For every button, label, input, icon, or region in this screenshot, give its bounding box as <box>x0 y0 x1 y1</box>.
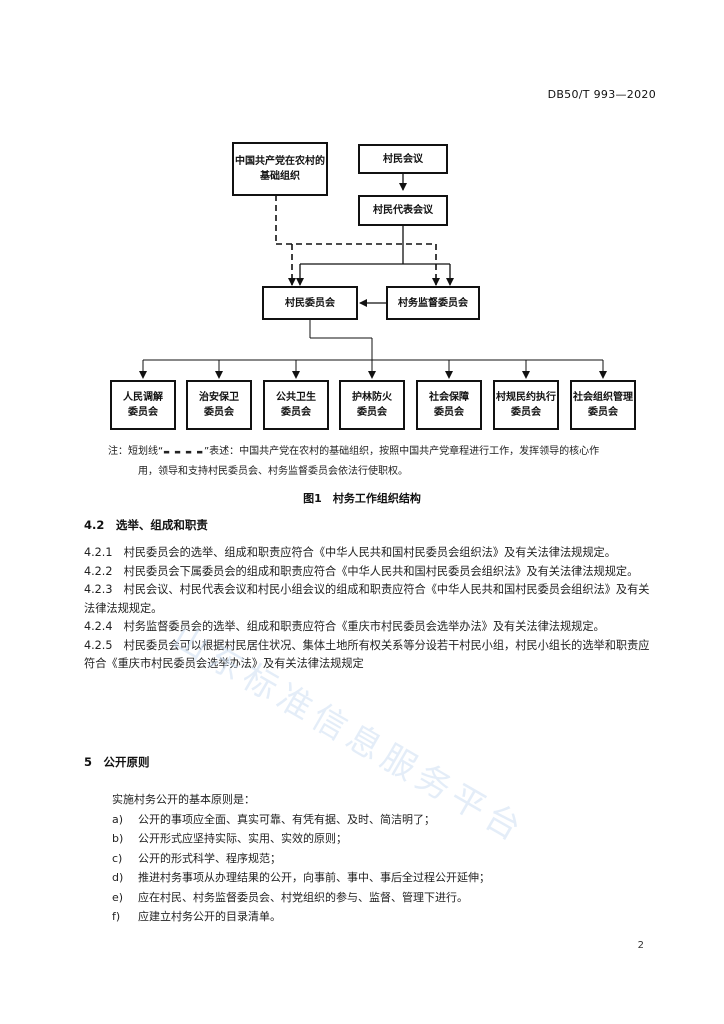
principles-list: 实施村务公开的基本原则是： a)公开的事项应全面、真实可靠、有凭有据、及时、简洁… <box>112 790 672 927</box>
list-item: b)公开形式应坚持实际、实用、实效的原则； <box>112 832 347 845</box>
box-sub-committee: 护林防火委员会 <box>339 380 405 430</box>
box-sub-committee: 治安保卫委员会 <box>186 380 252 430</box>
box-sub-committee: 人民调解委员会 <box>110 380 176 430</box>
list-item: e)应在村民、村务监督委员会、村党组织的参与、监督、管理下进行。 <box>112 890 468 904</box>
page-number: 2 <box>637 940 644 951</box>
paragraph: 4.2.2 村民委员会下属委员会的组成和职责应符合《中华人民共和国村民委员会组织… <box>84 564 639 578</box>
box-village-meeting: 村民会议 <box>358 144 448 174</box>
figure-note: 注：短划线“▬ ▬ ▬ ▬”表述：中国共产党在农村的基础组织，按照中国共产党章程… <box>108 446 600 477</box>
list-item: a)公开的事项应全面、真实可靠、有凭有据、及时、简洁明了； <box>112 812 435 826</box>
box-party-org: 中国共产党在农村的基础组织 <box>232 142 328 196</box>
org-chart-connectors <box>139 174 607 379</box>
paragraph: 4.2.4 村务监督委员会的选举、组成和职责应符合《重庆市村民委员会选举办法》及… <box>84 620 605 633</box>
paragraph: 4.2.1 村民委员会的选举、组成和职责应符合《中华人民共和国村民委员会组织法》… <box>84 546 616 559</box>
list-item: f)应建立村务公开的目录清单。 <box>112 910 281 923</box>
list-item: c)公开的形式科学、程序规范； <box>112 851 281 865</box>
standard-code: DB50/T 993—2020 <box>547 88 656 101</box>
box-sub-committee: 社会组织管理委员会 <box>570 380 636 430</box>
paragraph: 4.2.3 村民会议、村民代表会议和村民小组会议的组成和职责应符合《中华人民共和… <box>84 583 650 615</box>
figure-caption: 图1 村务工作组织结构 <box>303 492 421 505</box>
dash-legend: ▬ ▬ ▬ ▬ <box>163 448 204 456</box>
paragraph: 4.2.5 村民委员会可以根据村民居住状况、集体土地所有权关系等分设若干村民小组… <box>84 638 650 671</box>
box-sub-committee: 社会保障委员会 <box>416 380 482 430</box>
box-representative-meeting: 村民代表会议 <box>358 195 448 226</box>
list-item: d)推进村务事项从办理结果的公开，向事前、事中、事后全过程公开延伸； <box>112 871 490 884</box>
list-intro: 实施村务公开的基本原则是： <box>112 793 255 806</box>
org-chart: 中国共产党在农村的基础组织 村民会议 村民代表会议 村民委员会 村务监督委员会 … <box>0 0 724 440</box>
box-supervision-committee: 村务监督委员会 <box>386 286 480 320</box>
box-villager-committee: 村民委员会 <box>262 286 358 320</box>
section-heading-5: 5 公开原则 <box>84 755 150 769</box>
section-4-2-body: 4.2.1 村民委员会的选举、组成和职责应符合《中华人民共和国村民委员会组织法》… <box>84 544 658 674</box>
box-sub-committee: 公共卫生委员会 <box>263 380 329 430</box>
section-heading-4-2: 4.2 选举、组成和职责 <box>84 518 208 532</box>
box-sub-committee: 村规民约执行委员会 <box>493 380 559 430</box>
